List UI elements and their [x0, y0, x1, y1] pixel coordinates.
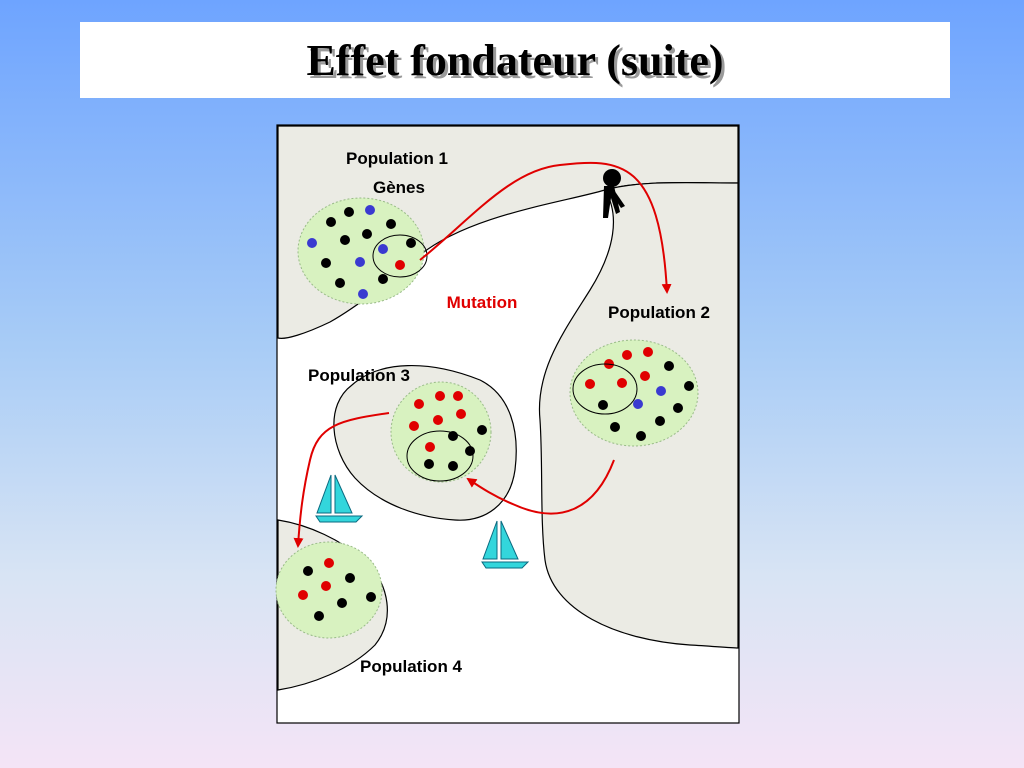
label-genes: Gènes — [373, 178, 425, 197]
sailboat-icon — [315, 474, 364, 523]
arrow-pop1-to-pop2 — [419, 161, 672, 294]
label-population-1: Population 1 — [346, 149, 448, 168]
arrow-pop2-to-pop3 — [466, 459, 615, 515]
walking-person-icon — [603, 169, 625, 218]
page-title: Effet fondateur (suite) — [306, 35, 724, 85]
arrow-pop3-to-pop4 — [293, 412, 390, 548]
sailboat-icon — [481, 520, 530, 569]
title-box: Effet fondateur (suite) — [80, 22, 950, 98]
population-4 — [275, 541, 383, 639]
label-population-3: Population 3 — [308, 366, 410, 385]
label-population-4: Population 4 — [360, 657, 463, 676]
label-population-2: Population 2 — [608, 303, 710, 322]
population-1 — [297, 197, 428, 305]
population-3 — [390, 381, 492, 483]
label-mutation: Mutation — [447, 293, 518, 312]
population-2 — [569, 339, 699, 447]
